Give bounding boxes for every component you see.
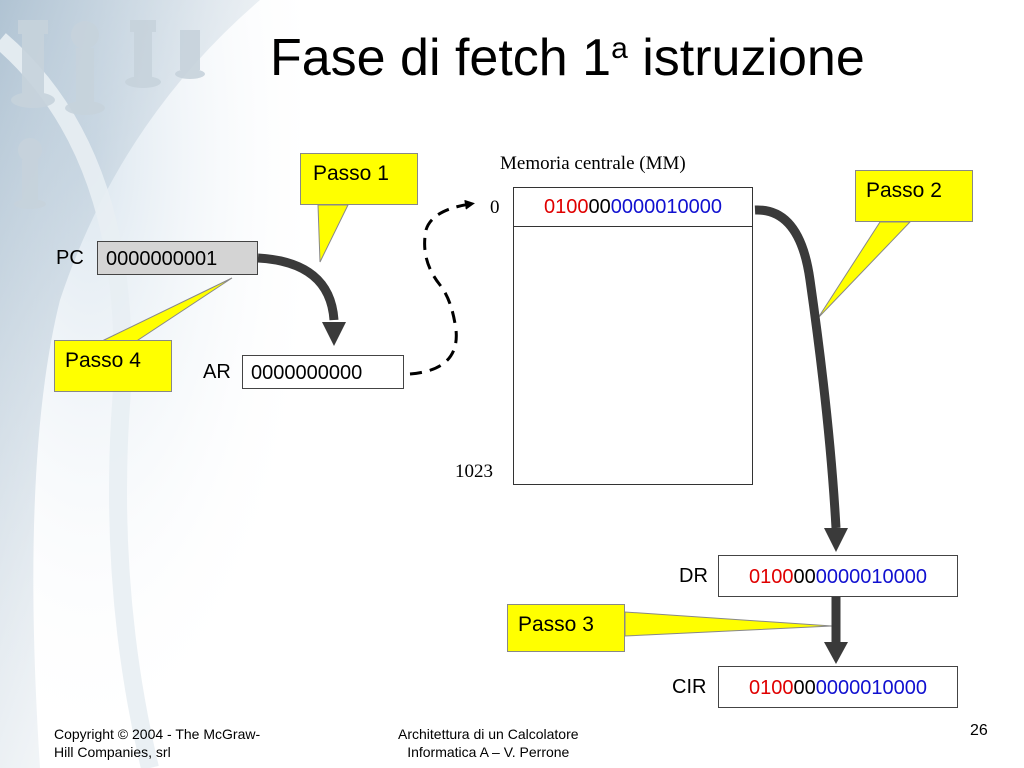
dr-opcode: 0100 bbox=[749, 566, 794, 588]
cir-mode: 00 bbox=[793, 677, 816, 699]
memory-row-0-opcode: 0100 bbox=[544, 196, 589, 218]
cir-opcode: 0100 bbox=[749, 677, 794, 699]
passo3-callout: Passo 3 bbox=[507, 604, 625, 652]
passo3-label: Passo 3 bbox=[518, 613, 594, 636]
dr-label: DR bbox=[679, 565, 708, 587]
passo1-callout-tail bbox=[317, 204, 349, 263]
pc-label: PC bbox=[56, 247, 84, 269]
cir-label: CIR bbox=[672, 676, 707, 698]
passo4-callout: Passo 4 bbox=[54, 340, 172, 392]
title-superscript: a bbox=[611, 32, 628, 65]
title-tail: istruzione bbox=[627, 29, 865, 87]
passo2-label: Passo 2 bbox=[866, 179, 942, 202]
passo3-callout-tail bbox=[624, 611, 833, 637]
footer-course-line1: Architettura di un Calcolatore bbox=[398, 726, 579, 742]
passo4-label: Passo 4 bbox=[65, 349, 141, 372]
memory-title: Memoria centrale (MM) bbox=[500, 153, 686, 174]
title-main: Fase di fetch 1 bbox=[270, 29, 612, 87]
dr-mode: 00 bbox=[793, 566, 816, 588]
passo2-callout: Passo 2 bbox=[855, 170, 973, 222]
dr-to-cir-arrowhead bbox=[824, 642, 848, 664]
memory-row-0: 0100000000010000 bbox=[513, 187, 753, 227]
cir-address: 0000010000 bbox=[815, 677, 927, 699]
cir-register: 0100000000010000 bbox=[718, 666, 958, 708]
memory-row-0-address: 0000010000 bbox=[610, 196, 722, 218]
memory-address-last: 1023 bbox=[455, 461, 493, 482]
memory-box bbox=[513, 187, 753, 485]
footer-copyright-line2: Hill Companies, srl bbox=[54, 744, 171, 760]
footer-copyright-line1: Copyright © 2004 - The McGraw- bbox=[54, 726, 261, 742]
passo4-callout-tail bbox=[99, 277, 233, 343]
dr-register: 0100000000010000 bbox=[718, 555, 958, 597]
memory-row-0-mode: 00 bbox=[588, 196, 611, 218]
footer-course-line2: Informatica A – V. Perrone bbox=[407, 744, 570, 760]
page-number: 26 bbox=[970, 722, 988, 739]
footer-course: Architettura di un Calcolatore Informati… bbox=[398, 725, 579, 761]
ar-to-memory-dashed-arrow bbox=[409, 199, 475, 376]
passo2-callout-tail bbox=[817, 221, 912, 319]
memory-to-dr-arrowhead bbox=[824, 528, 848, 552]
footer-copyright: Copyright © 2004 - The McGraw- Hill Comp… bbox=[54, 725, 260, 761]
memory-address-first: 0 bbox=[490, 197, 500, 218]
memory-to-dr-arrow bbox=[754, 205, 841, 529]
ar-register: 0000000000 bbox=[242, 355, 404, 389]
pc-to-ar-arrow bbox=[257, 253, 339, 321]
passo1-callout: Passo 1 bbox=[300, 153, 418, 205]
ar-label: AR bbox=[203, 361, 231, 383]
passo1-label: Passo 1 bbox=[313, 162, 389, 185]
pc-to-ar-arrowhead bbox=[322, 322, 346, 346]
pc-register: 0000000001 bbox=[97, 241, 258, 275]
dr-address: 0000010000 bbox=[815, 566, 927, 588]
slide-title: Fase di fetch 1a istruzione bbox=[270, 28, 865, 88]
